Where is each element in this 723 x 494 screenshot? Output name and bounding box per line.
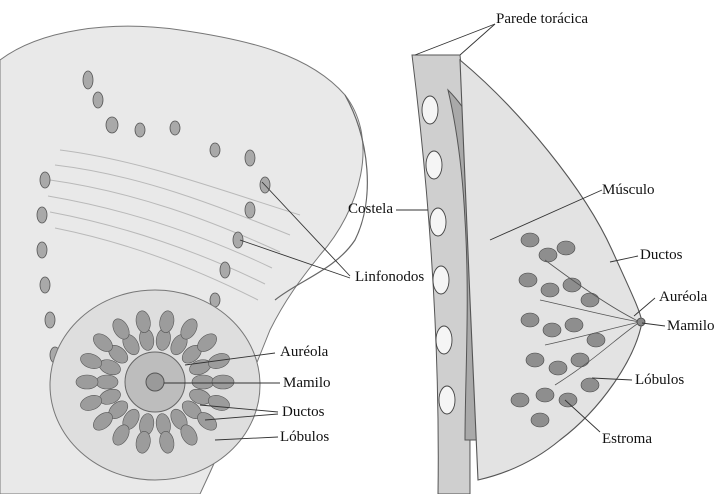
lobule — [96, 375, 118, 389]
label-nipple-right: Mamilo — [667, 319, 715, 334]
lobule — [536, 388, 554, 402]
sagittal-view-illustration — [396, 24, 665, 494]
lobule — [557, 241, 575, 255]
lobule — [587, 333, 605, 347]
lobule — [192, 375, 214, 389]
lobule — [559, 393, 577, 407]
lobule — [543, 323, 561, 337]
lobule — [571, 353, 589, 367]
label-ducts-right: Ductos — [640, 248, 683, 263]
lobule — [511, 393, 529, 407]
lobule — [521, 313, 539, 327]
lobule — [212, 375, 234, 389]
label-areola-left: Auréola — [280, 345, 328, 360]
lobule — [581, 378, 599, 392]
label-lobules-right: Lóbulos — [635, 373, 684, 388]
lobule — [531, 413, 549, 427]
lobule — [565, 318, 583, 332]
lobule — [581, 293, 599, 307]
label-lobules-left: Lóbulos — [280, 430, 329, 445]
lobule — [519, 273, 537, 287]
label-areola-right: Auréola — [659, 290, 707, 305]
lobule — [526, 353, 544, 367]
nipple-sagittal — [637, 318, 645, 326]
lobule — [76, 375, 98, 389]
label-stroma: Estroma — [602, 432, 652, 447]
label-rib: Costela — [348, 202, 393, 217]
lobule — [541, 283, 559, 297]
breast-profile — [460, 60, 642, 480]
label-chest-wall: Parede torácica — [496, 12, 588, 27]
lobule — [549, 361, 567, 375]
label-nipple-left: Mamilo — [283, 376, 331, 391]
lobule — [521, 233, 539, 247]
lobule — [539, 248, 557, 262]
label-muscle: Músculo — [602, 183, 655, 198]
label-lymph-nodes: Linfonodos — [355, 270, 424, 285]
nipple — [146, 373, 164, 391]
label-ducts-left: Ductos — [282, 405, 325, 420]
